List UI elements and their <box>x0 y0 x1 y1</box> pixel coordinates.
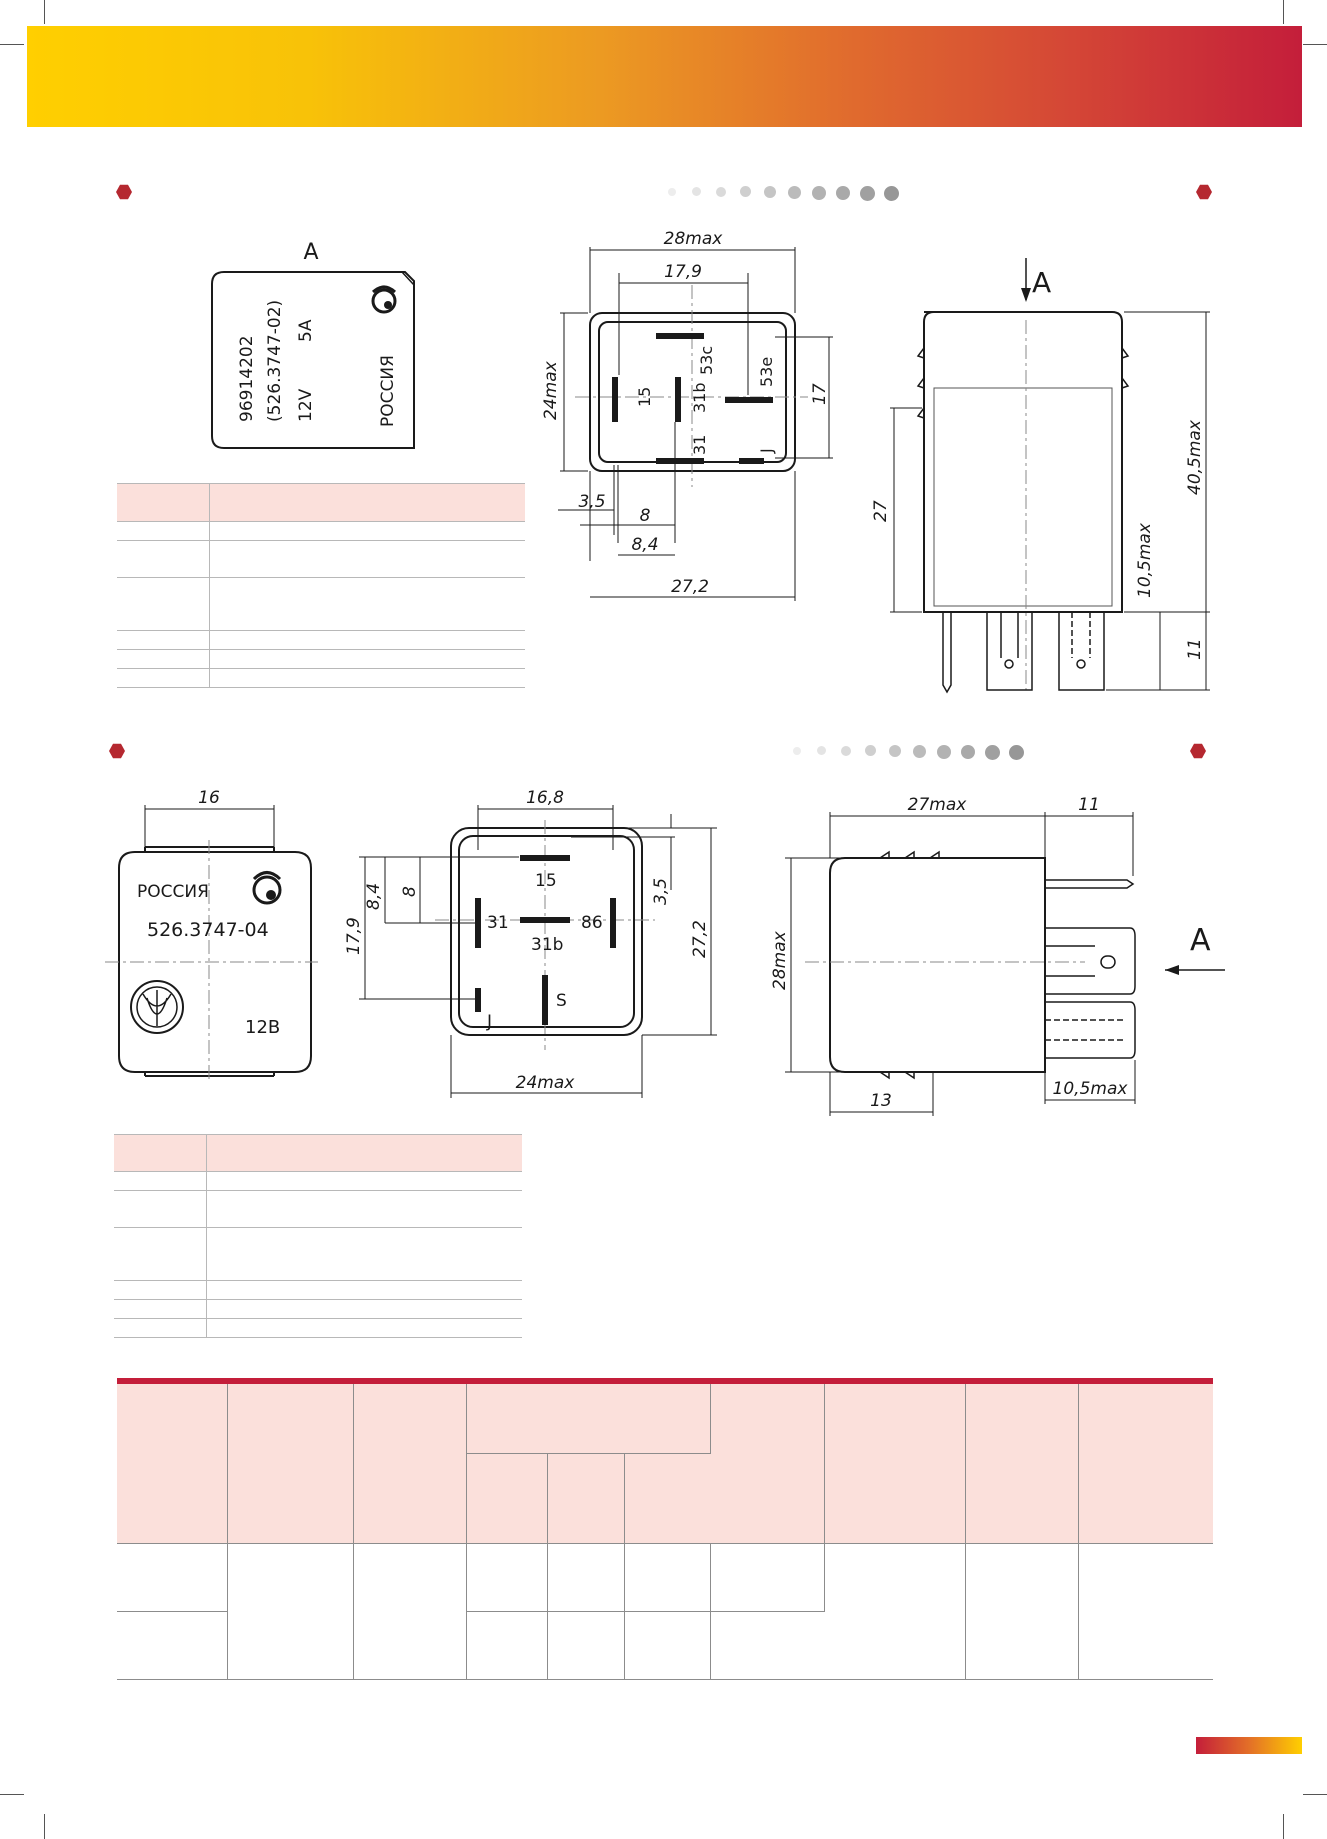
dim-label: 3,5 <box>651 878 671 905</box>
pin-terminal <box>656 458 704 464</box>
pin-terminal <box>610 898 616 948</box>
relay-voltage: 12V <box>296 388 316 422</box>
view-label: A <box>303 240 318 265</box>
dim-label: 8 <box>400 886 420 897</box>
section-marker-icon <box>1196 184 1212 200</box>
section-marker-icon <box>1190 743 1206 759</box>
relay-country: РОССИЯ <box>378 355 398 427</box>
dim-label: 8 <box>640 506 651 526</box>
relay-country: РОССИЯ <box>137 882 209 902</box>
relay-model: (526.3747-02) <box>265 300 285 422</box>
dim-label: 17 <box>810 383 830 405</box>
crop-mark <box>1303 1794 1327 1795</box>
relay1-side-view: A 27 40,5max 10,5max 11 <box>871 258 1210 694</box>
dim-label: 27 <box>871 500 891 522</box>
dim-label: 10,5max <box>1135 522 1155 598</box>
pin-terminal <box>725 397 773 403</box>
pin-terminal <box>520 855 570 861</box>
manufacturer-logo-icon <box>252 871 282 905</box>
dot-progression <box>668 186 908 201</box>
view-arrow-label: A <box>1032 266 1051 299</box>
dim-label: 3,5 <box>578 492 605 512</box>
dim-label: 28max <box>664 229 724 249</box>
dim-label: 17,9 <box>344 917 364 955</box>
pin-label: 53e <box>757 357 776 387</box>
pin-terminal <box>612 377 618 422</box>
parameters-table <box>117 1378 1213 1681</box>
crop-mark <box>44 0 45 24</box>
dim-label: 27,2 <box>690 920 710 958</box>
pin-label: 31 <box>690 435 709 455</box>
pin-terminal <box>520 917 570 923</box>
pin-terminal <box>675 377 681 422</box>
relay2-pin-layout: 16,8 15 31 31b 86 S J 17,9 8,4 8 3,5 27,… <box>344 788 717 1098</box>
pin-label: 15 <box>635 387 654 407</box>
dim-label: 11 <box>1078 795 1100 815</box>
crop-mark <box>1303 44 1327 45</box>
crop-mark <box>44 1814 45 1839</box>
dim-label: 17,9 <box>664 262 702 282</box>
relay-model: 526.3747-04 <box>147 919 269 941</box>
manufacturer-logo-icon <box>371 285 397 314</box>
pin-label: 53c <box>697 346 716 375</box>
dim-label: 8,4 <box>631 535 658 555</box>
section-marker-icon <box>116 184 132 200</box>
pin-terminal <box>542 975 548 1025</box>
dim-label: 11 <box>1185 638 1205 660</box>
pin-label: J <box>757 448 776 454</box>
relay-current: 5A <box>296 319 316 342</box>
crop-mark <box>1283 0 1284 24</box>
spec-table-1 <box>117 483 525 688</box>
pin-label: 31b <box>531 935 563 955</box>
pin-terminal <box>656 333 704 339</box>
crop-mark <box>0 44 24 45</box>
view-arrow-label: A <box>1190 923 1211 958</box>
header-banner <box>27 26 1302 127</box>
dim-label: 10,5max <box>1053 1079 1129 1099</box>
pin-label: S <box>556 991 567 1011</box>
dim-label: 27,2 <box>671 577 709 597</box>
pin-label: 15 <box>535 871 557 891</box>
dot-progression <box>793 745 1033 760</box>
pin-terminal <box>739 458 764 464</box>
pin-terminal <box>475 988 481 1012</box>
dim-label: 13 <box>870 1091 892 1111</box>
relay2-side-view: 27max 11 A 28max 13 10,5max <box>770 795 1225 1116</box>
spec-table-2 <box>114 1134 522 1338</box>
crop-mark <box>1283 1814 1284 1839</box>
crop-mark <box>0 1794 24 1795</box>
dim-label: 27max <box>908 795 968 815</box>
dim-label: 28max <box>770 930 790 990</box>
pin-label: 86 <box>581 913 603 933</box>
relay1-pin-layout: 15 31b 53c 53e 31 J 28max 17,9 24max 17 … <box>541 229 833 601</box>
relay-code: 96914202 <box>237 335 257 422</box>
relay2-top-view: 16 РОССИЯ 526.3747-04 12В <box>105 788 318 1080</box>
footer-accent-bar <box>1196 1737 1302 1754</box>
dim-label: 8,4 <box>364 883 384 910</box>
pin-label: 31 <box>487 913 509 933</box>
dim-label: 40,5max <box>1185 419 1205 495</box>
pin-label: 31b <box>690 382 709 413</box>
lada-emblem-icon <box>130 980 184 1034</box>
dim-label: 16 <box>198 788 220 808</box>
dim-label: 24max <box>541 360 561 420</box>
relay-voltage: 12В <box>245 1017 280 1038</box>
relay1-top-view: A 96914202 (526.3747-02) 12V 5A РОССИЯ <box>211 240 415 449</box>
dim-label: 24max <box>516 1073 576 1093</box>
dim-label: 16,8 <box>526 788 564 808</box>
section-marker-icon <box>109 743 125 759</box>
pin-label: J <box>486 1012 492 1032</box>
pin-terminal <box>475 898 481 948</box>
